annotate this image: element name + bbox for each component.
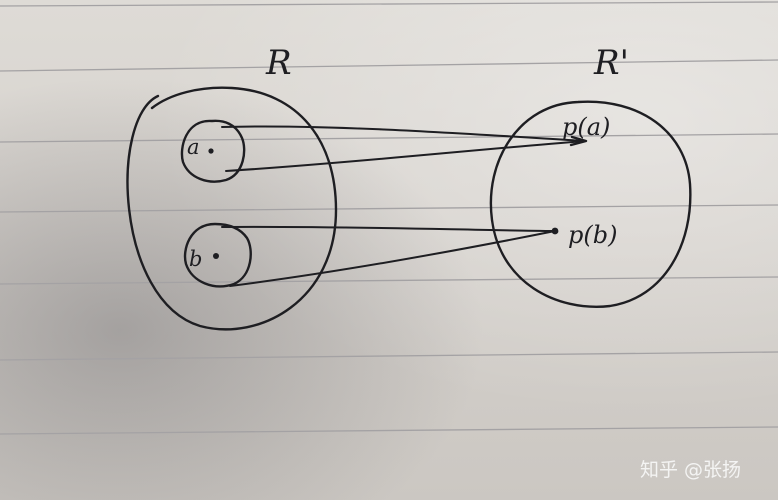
mapping-lines-b	[221, 225, 556, 287]
set-r-prime-label: R'	[593, 43, 629, 83]
element-b-label: b	[189, 247, 202, 271]
watermark-text: 知乎 @张扬	[640, 459, 741, 481]
element-a-point	[208, 148, 214, 154]
element-b-point	[213, 253, 219, 259]
image-b-point	[551, 227, 559, 235]
image-a-label: p(a)	[562, 113, 610, 141]
set-r-circle	[126, 86, 338, 331]
set-r-prime-circle	[489, 100, 692, 308]
image-b-label: p(b)	[568, 221, 617, 249]
ruled-lines	[0, 1, 778, 435]
neighborhood-a-circle	[180, 119, 246, 183]
element-a-label: a	[187, 135, 200, 159]
neighborhood-b-circle	[183, 222, 252, 288]
image-a-point	[569, 135, 588, 147]
mapping-lines-a	[221, 125, 586, 172]
set-r-label: R	[265, 43, 292, 83]
